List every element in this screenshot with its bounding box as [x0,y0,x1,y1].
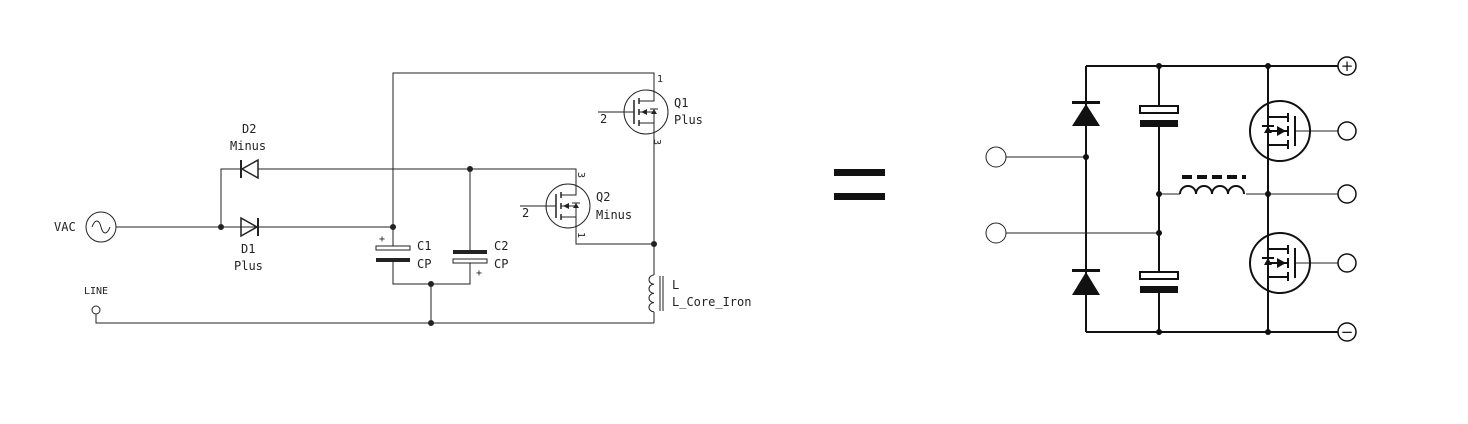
q1-value: Plus [674,113,703,127]
line-terminal: LINE [84,286,108,315]
junction-dot [651,241,657,247]
q2-value: Minus [596,208,632,222]
d1-value: Plus [234,259,263,273]
left-schematic: VAC LINE D2 Minus D1 Plus + C1 [54,72,751,326]
junction-dot [1083,154,1089,160]
vac-source-symbol: VAC [54,211,117,243]
line-label: LINE [84,286,108,297]
capacitor-lower-symbol [1139,271,1179,293]
terminal-output [1337,184,1357,204]
equals-sign [834,169,885,200]
junction-dot [1156,191,1162,197]
input-terminal-2 [985,222,1007,244]
c2-ref: C2 [494,239,508,253]
capacitor-c2-symbol: + C2 CP [452,239,508,279]
junction-dot [1156,63,1162,69]
junction-dot [218,224,224,230]
c2-polarity: + [476,268,482,279]
inductor-l-symbol: L L_Core_Iron [648,274,751,313]
junction-dot [1265,329,1271,335]
q1-drain-pin: 1 [657,74,663,85]
terminal-plus: + [1337,56,1357,76]
junction-dot [428,320,434,326]
terminal-gate-upper [1337,121,1357,141]
c1-polarity: + [379,234,385,245]
junction-dot [428,281,434,287]
q1-gate-pin: 2 [600,112,607,126]
q1-ref: Q1 [674,96,688,110]
terminal-gate-lower [1337,253,1357,273]
q2-ref: Q2 [596,190,610,204]
junction-dot [1265,63,1271,69]
q1-source-pin: 3 [651,139,662,145]
d2-value: Minus [230,139,266,153]
diode-lower-symbol [1072,269,1100,295]
d2-ref: D2 [242,122,256,136]
c1-ref: C1 [417,239,431,253]
left-junctions [218,166,657,326]
junction-dot [1156,329,1162,335]
q2-gate-pin: 2 [522,206,529,220]
junction-dot [390,224,396,230]
capacitor-c1-symbol: + C1 CP [375,234,431,271]
mosfet-q2-symbol: 2 3 1 Q2 Minus [520,172,632,238]
diode-d2-symbol: D2 Minus [230,122,266,180]
q2-source-pin: 1 [575,232,586,238]
right-schematic: + − [985,56,1357,342]
diode-upper-symbol [1072,101,1100,126]
c1-value: CP [417,257,431,271]
junction-dot [1156,230,1162,236]
input-terminal-1 [985,146,1007,168]
inductor-right-symbol [1179,175,1246,195]
c2-value: CP [494,257,508,271]
junction-dot [1265,191,1271,197]
left-wires [95,72,655,324]
right-junctions [1083,63,1271,335]
minus-sign: − [1341,323,1354,341]
diode-d1-symbol: D1 Plus [234,216,263,273]
mosfet-lower-symbol [1249,232,1311,294]
q2-drain-pin: 3 [575,172,586,178]
d1-ref: D1 [241,242,255,256]
mosfet-q1-symbol: 2 1 3 Q1 Plus [598,74,703,145]
capacitor-upper-symbol [1139,105,1179,127]
terminal-minus: − [1337,322,1357,342]
l-value: L_Core_Iron [672,295,751,309]
l-ref: L [672,278,679,292]
plus-sign: + [1341,57,1354,75]
junction-dot [467,166,473,172]
mosfet-upper-symbol [1249,100,1311,162]
vac-label: VAC [54,220,76,234]
